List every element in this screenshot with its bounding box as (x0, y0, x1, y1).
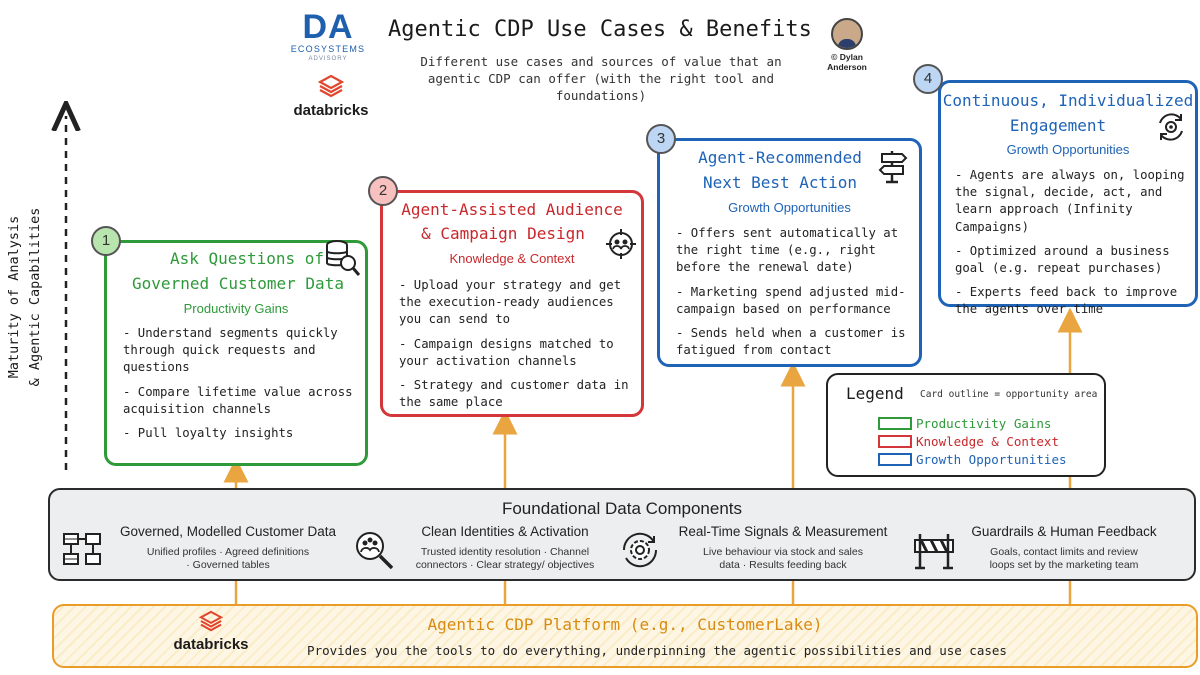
legend: Legend Card outline = opportunity area P… (826, 373, 1106, 477)
card-1-bullets: - Understand segments quickly through qu… (123, 325, 361, 449)
realtime-gear-icon (622, 532, 658, 568)
card-3-bullets: - Offers sent automatically at the right… (676, 225, 914, 366)
list-item: - Optimized around a business goal (e.g.… (955, 243, 1170, 276)
card-1-title-line2: Governed Customer Data (132, 274, 344, 293)
card-3-title-line1: Agent-Recommended (698, 148, 862, 167)
cycle-gear-icon (1159, 113, 1183, 141)
signpost-icon (878, 151, 908, 184)
foundation-title: Foundational Data Components (501, 499, 743, 518)
card-2-bullets: - Upload your strategy and get the execu… (399, 277, 637, 418)
barrier-icon (914, 534, 954, 570)
data-model-icon (63, 533, 101, 565)
legend-item-growth: Growth Opportunities (878, 452, 1067, 468)
author-avatar (831, 18, 863, 50)
platform-title: Agentic CDP Platform (e.g., CustomerLake… (427, 615, 823, 634)
card-1-number-badge: 1 (91, 226, 121, 256)
platform-panel: Agentic CDP Platform (e.g., CustomerLake… (52, 604, 1198, 668)
list-item: - Understand segments quickly through qu… (123, 326, 338, 375)
legend-item-knowledge: Knowledge & Context (878, 434, 1059, 450)
card-3-category: Growth Opportunities (728, 200, 851, 215)
y-axis-label: Maturity of Analysis & Agentic Capabilit… (6, 207, 43, 387)
foundation-panel: Foundational Data Components Governed, M… (48, 488, 1196, 581)
card-1-category: Productivity Gains (183, 301, 289, 316)
databricks-logo-bottom: databricks (165, 610, 257, 664)
card-4-bullets: - Agents are always on, looping the sign… (955, 167, 1195, 326)
legend-swatch-green (878, 417, 912, 430)
legend-title: Legend (846, 384, 904, 403)
card-1-title-line1: Ask Questions of (169, 249, 325, 268)
legend-note: Card outline = opportunity area (920, 389, 1098, 400)
list-item: - Pull loyalty insights (123, 426, 294, 441)
list-item: - Compare lifetime value across acquisit… (123, 384, 353, 416)
list-item: - Strategy and customer data in the same… (399, 378, 629, 410)
list-item: - Upload your strategy and get the execu… (399, 278, 622, 327)
list-item: - Sends held when a customer is fatigued… (676, 326, 906, 358)
legend-swatch-blue (878, 453, 912, 466)
list-item: - Marketing spend adjusted mid-campaign … (676, 284, 906, 316)
legend-item-productivity: Productivity Gains (878, 416, 1051, 432)
use-case-card-2: Agent-Assisted Audience & Campaign Desig… (380, 190, 644, 417)
list-item: - Offers sent automatically at the right… (676, 226, 899, 275)
page-subtitle: Different use cases and sources of value… (420, 54, 782, 103)
databricks-mark-icon (198, 610, 224, 632)
legend-swatch-red (878, 435, 912, 448)
databricks-logo-top: databricks (292, 74, 370, 120)
card-2-number-badge: 2 (368, 176, 398, 206)
identity-search-icon (356, 532, 394, 570)
page-title: Agentic CDP Use Cases & Benefits (388, 17, 812, 42)
list-item: - Agents are always on, looping the sign… (955, 168, 1185, 234)
card-3-number-badge: 3 (646, 124, 676, 154)
databricks-mark-icon (317, 74, 345, 98)
author-badge: © Dylan Anderson (820, 18, 874, 72)
use-case-card-3: Agent-Recommended Next Best Action Growt… (657, 138, 922, 367)
card-4-title-line1: Continuous, Individualized (942, 91, 1194, 110)
list-item: - Campaign designs matched to your activ… (399, 336, 614, 368)
audience-target-icon (606, 229, 636, 259)
card-2-category: Knowledge & Context (449, 251, 575, 266)
platform-subtitle: Provides you the tools to do everything,… (307, 643, 1007, 658)
use-case-card-1: Ask Questions of Governed Customer Data … (104, 240, 368, 466)
da-ecosystems-logo: DA ECOSYSTEMS ADVISORY (290, 8, 366, 62)
use-case-card-4: Continuous, Individualized Engagement Gr… (938, 80, 1198, 316)
card-4-number-badge: 4 (913, 64, 943, 94)
card-4-title-line2: Engagement (1009, 116, 1107, 135)
database-search-icon (326, 240, 361, 276)
card-2-title-line1: Agent-Assisted Audience (401, 200, 623, 219)
card-2-title-line2: & Campaign Design (421, 224, 585, 243)
list-item: - Experts feed back to improve the agent… (955, 285, 1178, 317)
card-4-category: Growth Opportunities (1006, 142, 1130, 157)
card-3-title-line2: Next Best Action (702, 173, 858, 192)
